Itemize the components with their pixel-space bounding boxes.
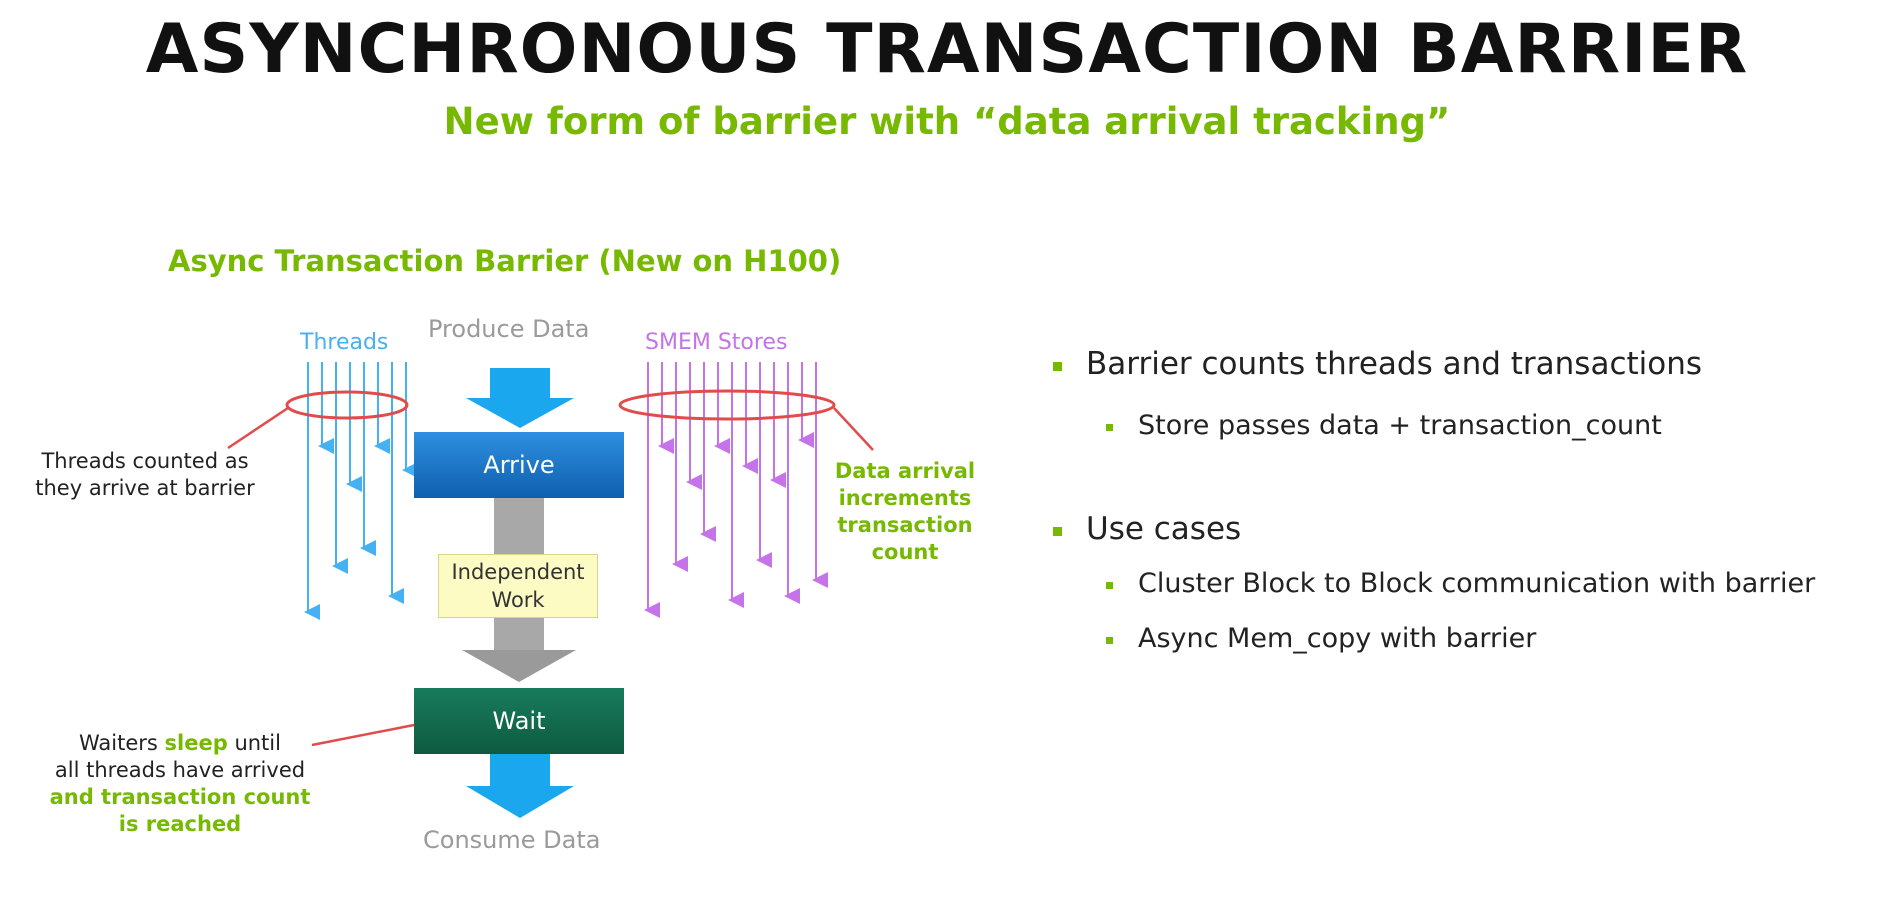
data-annotation-line-4: count xyxy=(871,540,939,564)
wait-annotation-line-2: all threads have arrived xyxy=(54,758,306,782)
sub-bullet-2-text: Cluster Block to Block communication wit… xyxy=(1138,568,1816,599)
smem-callout-line xyxy=(833,407,874,451)
wait-annotation-a: Waiters xyxy=(79,731,165,755)
arrive-label: Arrive xyxy=(483,451,555,479)
smem-stores-label: SMEM Stores xyxy=(645,330,788,355)
threads-annotation-line-1: Threads counted as xyxy=(41,449,249,473)
wait-annotation-line-1: Waiters sleep until xyxy=(30,730,330,757)
data-annotation-line-2: increments xyxy=(838,486,972,510)
slide-title: ASYNCHRONOUS TRANSACTION BARRIER xyxy=(145,10,1749,89)
threads-annotation-line-2: they arrive at barrier xyxy=(35,476,255,500)
wait-callout-line xyxy=(311,723,415,747)
sub-bullet-square-3 xyxy=(1106,637,1113,644)
work-line-1: Independent xyxy=(451,560,585,584)
data-arrival-annotation: Data arrival increments transaction coun… xyxy=(810,458,1000,566)
wait-label: Wait xyxy=(492,707,546,735)
smem-ellipse xyxy=(618,389,836,421)
slide-subtitle: New form of barrier with “data arrival t… xyxy=(443,100,1451,143)
threads-ellipse xyxy=(285,390,409,420)
thread-arrows xyxy=(304,362,418,620)
sub-bullet-square-1 xyxy=(1106,424,1113,431)
threads-callout-line xyxy=(227,406,289,450)
produce-data-label: Produce Data xyxy=(428,315,590,343)
produce-arrow xyxy=(466,368,574,428)
wait-annotation-line-4: is reached xyxy=(118,812,242,836)
data-annotation-line-1: Data arrival xyxy=(834,459,976,483)
arrive-box: Arrive xyxy=(414,432,624,498)
bullet-square-2 xyxy=(1053,527,1062,536)
sub-bullet-3-text: Async Mem_copy with barrier xyxy=(1138,623,1537,654)
bullet-2-text: Use cases xyxy=(1086,511,1242,547)
wait-annotation-c: until xyxy=(227,731,281,755)
wait-box: Wait xyxy=(414,688,624,754)
wait-annotation: Waiters sleep until all threads have arr… xyxy=(30,730,330,838)
threads-annotation: Threads counted as they arrive at barrie… xyxy=(10,448,280,502)
consume-arrow xyxy=(466,754,574,818)
bullet-square-1 xyxy=(1053,362,1062,371)
threads-label: Threads xyxy=(300,330,389,355)
data-annotation-line-3: transaction xyxy=(837,513,973,537)
gray-arrow-head xyxy=(462,650,576,682)
work-line-2: Work xyxy=(491,588,545,612)
smem-arrows xyxy=(644,362,828,618)
sub-bullet-1-text: Store passes data + transaction_count xyxy=(1138,410,1662,441)
wait-annotation-sleep: sleep xyxy=(164,731,228,755)
bullet-1-text: Barrier counts threads and transactions xyxy=(1086,346,1703,382)
diagram-heading: Async Transaction Barrier (New on H100) xyxy=(168,244,842,278)
wait-annotation-line-3: and transaction count xyxy=(49,785,311,809)
consume-data-label: Consume Data xyxy=(423,826,601,854)
sub-bullet-square-2 xyxy=(1106,582,1113,589)
independent-work-box: Independent Work xyxy=(438,554,598,618)
